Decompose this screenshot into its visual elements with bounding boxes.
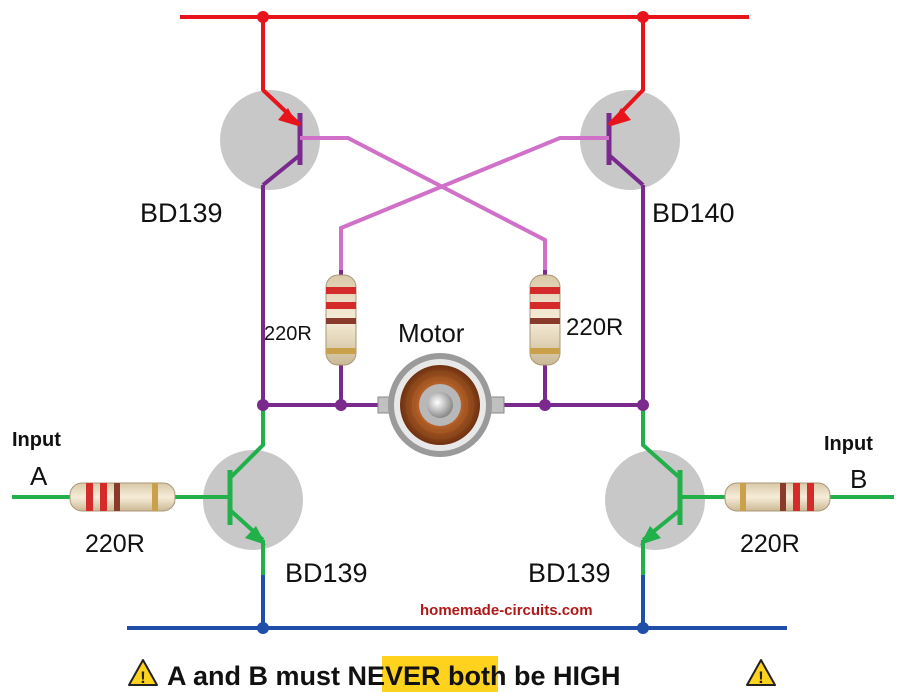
junction-dots-bus xyxy=(257,399,649,411)
resistor-input-b xyxy=(680,482,894,512)
motor xyxy=(377,353,505,457)
warning-highlight-bg xyxy=(382,656,498,692)
watermark: homemade-circuits.com xyxy=(420,602,593,619)
transistor-top-right xyxy=(580,90,680,190)
label-resistor-input-b: 220R xyxy=(740,530,800,558)
svg-text:!: ! xyxy=(758,668,764,687)
warning-triangle-icon: ! xyxy=(128,659,158,687)
label-motor: Motor xyxy=(398,318,465,348)
cross-wire-left-base xyxy=(300,136,547,270)
label-input-a-name: A xyxy=(30,461,48,491)
junction-dots-ground xyxy=(257,622,649,634)
cross-wire-right-base xyxy=(339,136,609,270)
junction-dots xyxy=(257,11,649,23)
resistor-top-right xyxy=(529,270,561,405)
label-input-b-name: B xyxy=(850,464,867,494)
label-transistor-top-right: BD140 xyxy=(652,198,735,228)
transistor-top-left xyxy=(220,90,320,190)
warning-highlight: NEVER xyxy=(348,661,441,691)
warning-banner: ! A and B must NEVER both be HIGH ! xyxy=(128,656,776,692)
label-transistor-top-left: BD139 xyxy=(140,198,223,228)
warning-prefix: A and B must xyxy=(167,661,348,691)
label-input-a-title: Input xyxy=(12,429,61,451)
svg-text:!: ! xyxy=(140,668,146,687)
label-resistor-top-right: 220R xyxy=(566,314,623,341)
warning-text: A and B must NEVER both be HIGH xyxy=(167,661,621,691)
warning-suffix: both be HIGH xyxy=(441,661,621,691)
label-resistor-top-left: 220R xyxy=(264,323,312,345)
warning-triangle-icon: ! xyxy=(746,659,776,687)
label-resistor-input-a: 220R xyxy=(85,530,145,558)
resistor-input-a xyxy=(12,482,230,512)
label-transistor-bottom-left: BD139 xyxy=(285,558,368,588)
transistor-bottom-left-symbol xyxy=(227,405,266,628)
label-transistor-bottom-right: BD139 xyxy=(528,558,611,588)
label-input-b-title: Input xyxy=(824,433,873,455)
resistor-top-left xyxy=(325,270,357,405)
